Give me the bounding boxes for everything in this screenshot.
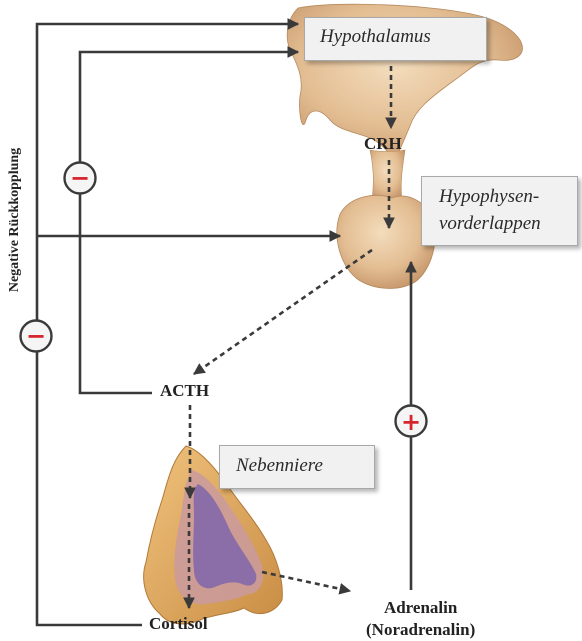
adrenalin-label-line1: Adrenalin: [366, 597, 475, 619]
crh-label: CRH: [364, 134, 402, 154]
svg-text:−: −: [26, 322, 46, 350]
svg-text:−: −: [70, 164, 90, 192]
feedback-loop-inner: [80, 52, 298, 393]
pituitary-stalk: [370, 150, 405, 200]
minus-sign-inner: −: [65, 163, 96, 194]
adrenalin-label: Adrenalin (Noradrenalin): [366, 597, 475, 641]
hypothalamus-label: Hypothalamus: [320, 26, 431, 47]
acth-label: ACTH: [160, 381, 209, 401]
hypophyse-label-line2: vorderlappen: [439, 210, 577, 237]
svg-text:+: +: [401, 408, 421, 436]
minus-sign-outer: −: [21, 321, 52, 352]
hypothalamus-label-box: Hypothalamus: [304, 17, 487, 61]
hypophyse-label-box: Hypophysen- vorderlappen: [421, 176, 578, 246]
nebenniere-label-box: Nebenniere: [219, 445, 375, 489]
adrenalin-label-line2: (Noradrenalin): [366, 619, 475, 641]
nebenniere-label: Nebenniere: [236, 455, 323, 476]
pituitary-to-acth-arrow: [194, 250, 372, 374]
hypophyse-label-line1: Hypophysen-: [439, 183, 577, 210]
cortisol-label: Cortisol: [149, 614, 208, 634]
plus-sign: +: [396, 406, 427, 437]
negative-feedback-text: Negative Rückkopplung: [7, 148, 23, 292]
